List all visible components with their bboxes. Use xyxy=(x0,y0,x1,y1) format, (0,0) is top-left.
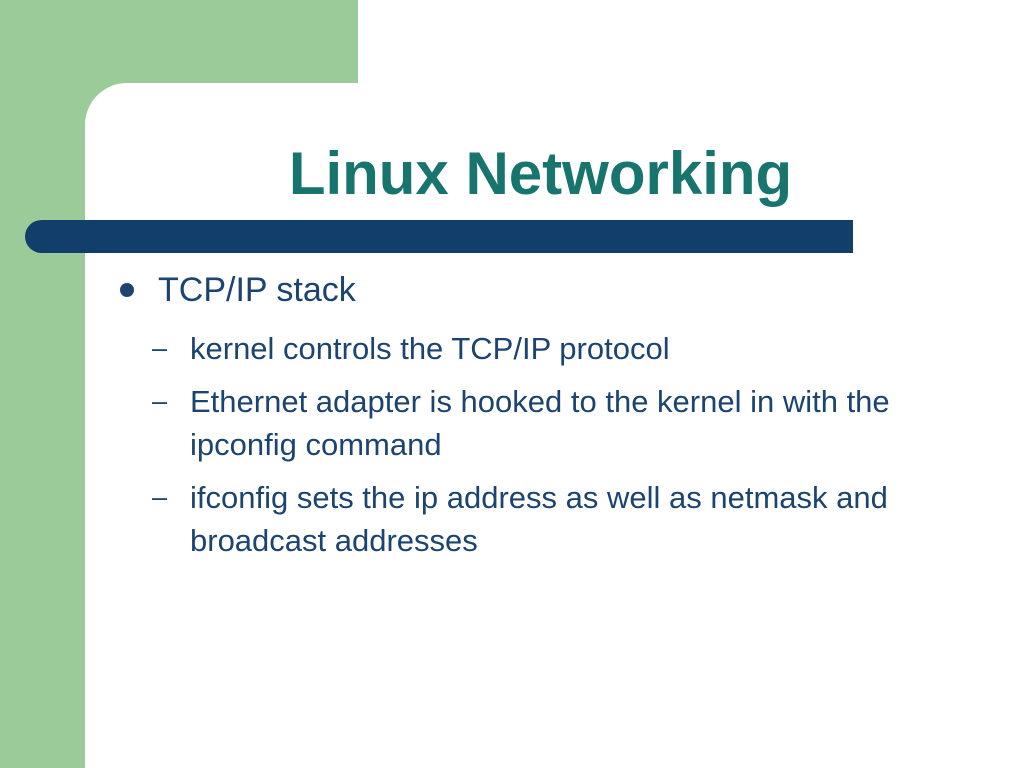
green-left-column xyxy=(0,0,85,768)
dash-bullet-icon: – xyxy=(152,332,168,363)
sub-bullet-text: kernel controls the TCP/IP protocol xyxy=(190,330,670,366)
sub-bullet-item: – ifconfig sets the ip address as well a… xyxy=(152,476,992,562)
content-panel xyxy=(85,83,1024,768)
slide-body: TCP/IP stack – kernel controls the TCP/I… xyxy=(112,270,992,572)
sub-bullet-list: – kernel controls the TCP/IP protocol – … xyxy=(112,327,992,562)
sub-bullet-item: – Ethernet adapter is hooked to the kern… xyxy=(152,380,992,466)
sub-bullet-text: ifconfig sets the ip address as well as … xyxy=(190,479,888,558)
title-underline-bar xyxy=(25,220,853,253)
dash-bullet-icon: – xyxy=(152,385,168,416)
bullet-dot-icon xyxy=(120,283,134,297)
sub-bullet-text: Ethernet adapter is hooked to the kernel… xyxy=(190,383,890,462)
sub-bullet-item: – kernel controls the TCP/IP protocol xyxy=(152,327,992,370)
dash-bullet-icon: – xyxy=(152,481,168,512)
slide-title: Linux Networking xyxy=(288,140,793,207)
bullet-text: TCP/IP stack xyxy=(158,271,356,309)
bullet-item: TCP/IP stack xyxy=(112,270,992,311)
